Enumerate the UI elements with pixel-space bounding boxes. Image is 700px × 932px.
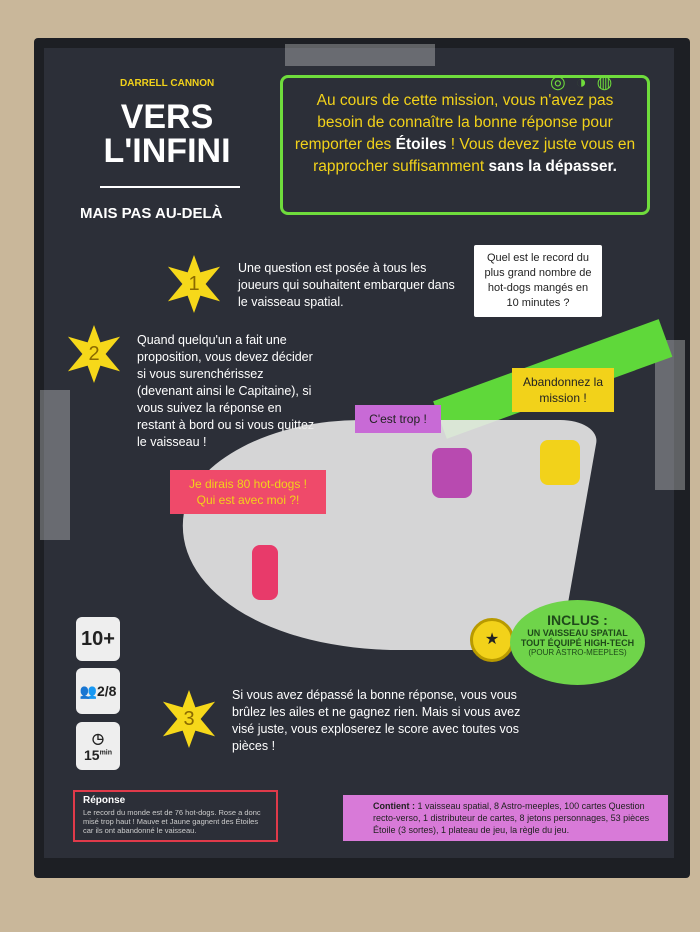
tape: [285, 44, 435, 66]
step-1-text: Une question est posée à tous les joueur…: [238, 261, 455, 309]
step-3-text: Si vous avez dépassé la bonne réponse, v…: [232, 688, 521, 753]
contents-panel: Contient : 1 vaisseau spatial, 8 Astro-m…: [343, 795, 668, 841]
game-subtitle: MAIS PAS AU-DELÀ: [80, 205, 223, 222]
star-coin: ★: [470, 618, 514, 662]
players-icon: 👥2/8: [76, 668, 120, 714]
step-2-text: Quand quelqu'un a fait une proposition, …: [137, 333, 315, 449]
tape: [40, 390, 70, 540]
answer-panel: Réponse Le record du monde est de 76 hot…: [73, 790, 278, 842]
pink-meeple: [252, 545, 278, 600]
star-line: [100, 186, 240, 188]
yellow-meeple: [540, 440, 580, 485]
inclus-badge: INCLUS : UN VAISSEAU SPATIAL TOUT ÉQUIPÉ…: [510, 600, 645, 685]
age-icon: 10+: [76, 617, 120, 661]
purple-speech-bubble: C'est trop !: [355, 405, 441, 433]
tape: [655, 340, 685, 490]
yellow-speech-bubble: Abandonnez la mission !: [512, 368, 614, 412]
author: DARRELL CANNON: [120, 78, 215, 89]
time-icon: ◷15min: [76, 722, 120, 770]
question-bubble: Quel est le record du plus grand nombre …: [474, 245, 602, 317]
intro-panel: Au cours de cette mission, vous n'avez p…: [280, 75, 650, 215]
purple-meeple: [432, 448, 472, 498]
red-speech-bubble: Je dirais 80 hot-dogs ! Qui est avec moi…: [170, 470, 326, 514]
